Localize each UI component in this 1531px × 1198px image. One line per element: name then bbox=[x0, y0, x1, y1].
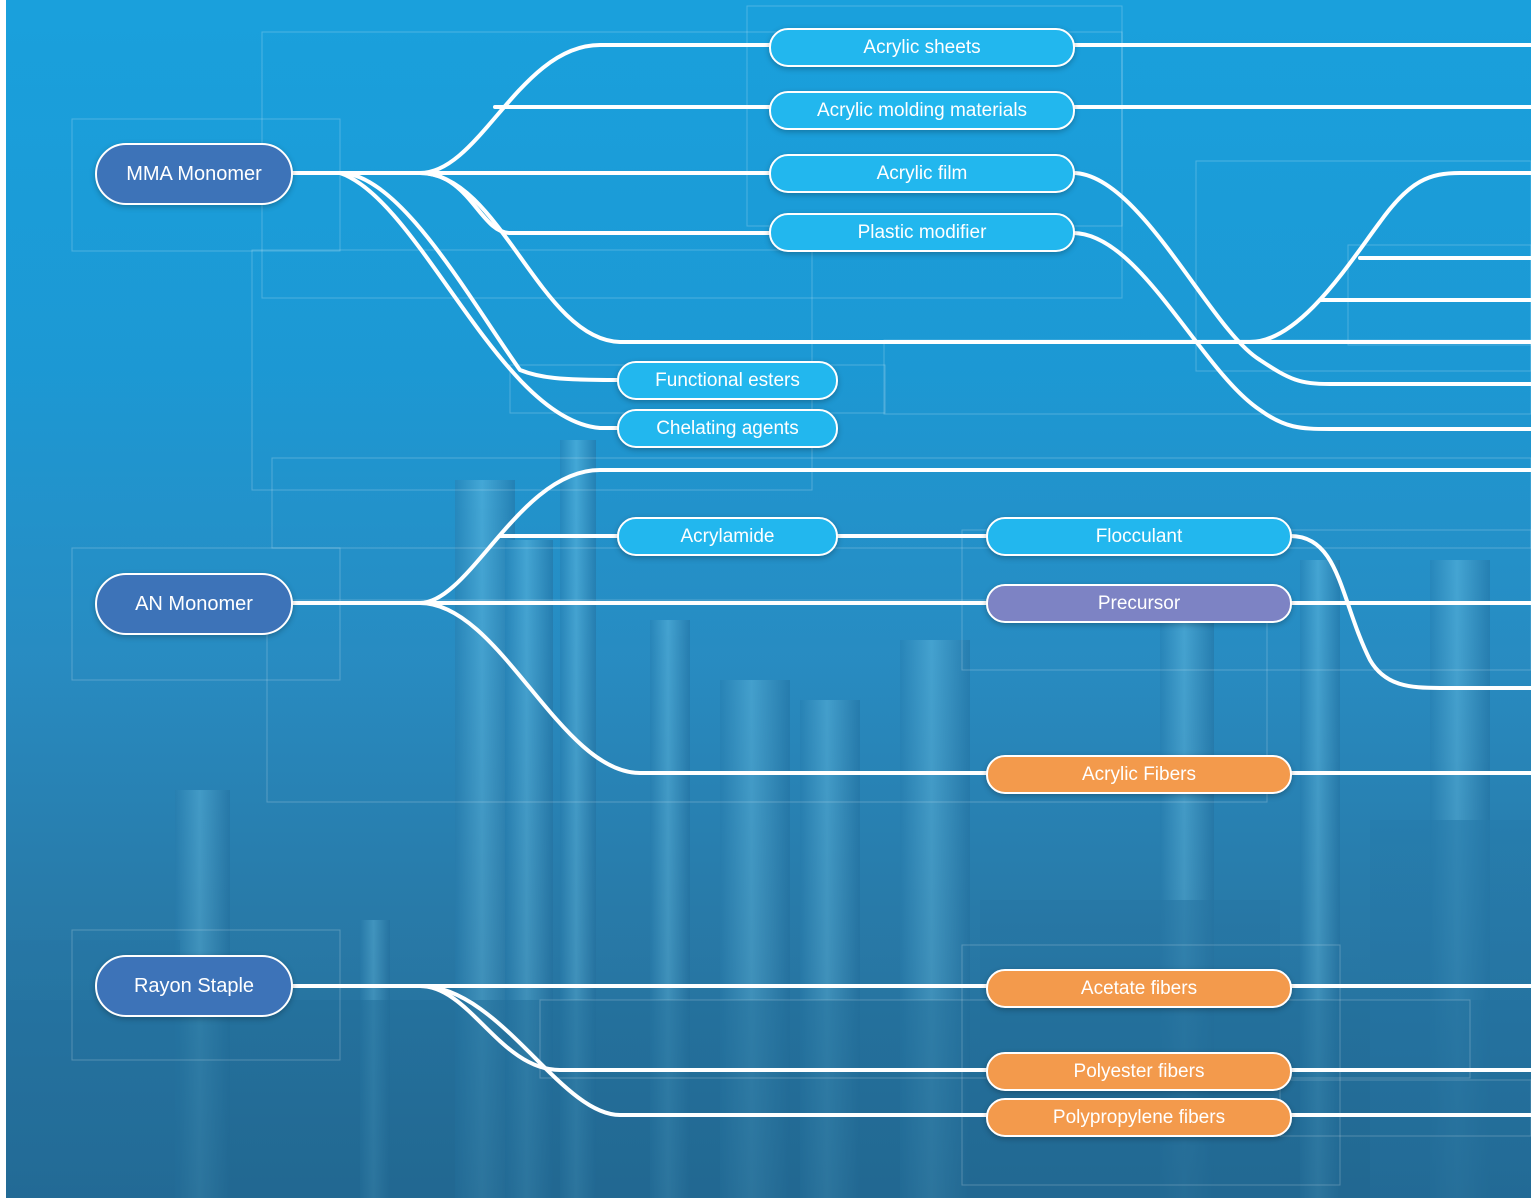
left-margin-strip bbox=[0, 0, 6, 1198]
connector-mma-to-long-line bbox=[418, 171, 1531, 344]
node-acrylic-sheets: Acrylic sheets bbox=[769, 28, 1075, 67]
connector-an-top-line bbox=[418, 468, 1531, 605]
connector-mma-to-esters bbox=[290, 171, 620, 382]
node-acetate-fibers: Acetate fibers bbox=[986, 969, 1292, 1008]
connector-flocculant-out bbox=[1288, 534, 1531, 690]
node-flocculant: Flocculant bbox=[986, 517, 1292, 556]
connector-rayon-to-polypropylene bbox=[418, 984, 990, 1117]
node-polypropylene-fibers: Polypropylene fibers bbox=[986, 1098, 1292, 1137]
connector-merge-up bbox=[1248, 171, 1531, 344]
node-rayon-staple: Rayon Staple bbox=[95, 955, 293, 1017]
node-chelating-agents: Chelating agents bbox=[617, 409, 838, 448]
connector-acrylic-film-out bbox=[1071, 171, 1531, 386]
node-an-monomer: AN Monomer bbox=[95, 573, 293, 635]
node-acrylic-molding-materials: Acrylic molding materials bbox=[769, 91, 1075, 130]
node-precursor: Precursor bbox=[986, 584, 1292, 623]
connector-plastic-modifier-out bbox=[1071, 231, 1531, 431]
node-polyester-fibers: Polyester fibers bbox=[986, 1052, 1292, 1091]
node-mma-monomer: MMA Monomer bbox=[95, 143, 293, 205]
node-plastic-modifier: Plastic modifier bbox=[769, 213, 1075, 252]
node-acrylic-film: Acrylic film bbox=[769, 154, 1075, 193]
node-acrylic-fibers: Acrylic Fibers bbox=[986, 755, 1292, 794]
connector-mma-to-chelating bbox=[338, 171, 620, 430]
node-functional-esters: Functional esters bbox=[617, 361, 838, 400]
connector-an-to-acrylic-fibers bbox=[418, 601, 990, 775]
connector-mma-to-plastic-modifier bbox=[418, 171, 772, 235]
node-acrylamide: Acrylamide bbox=[617, 517, 838, 556]
